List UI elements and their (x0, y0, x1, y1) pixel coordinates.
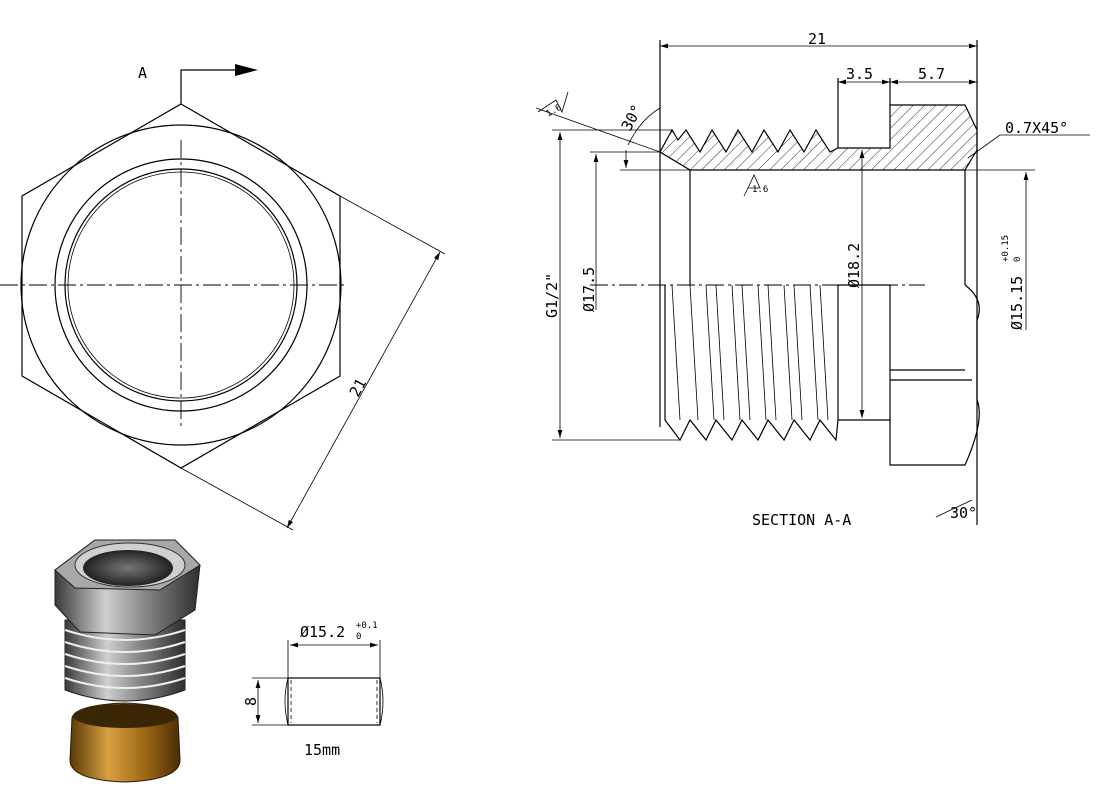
hatched-section (659, 104, 978, 171)
groove-width-label: 3.5 (846, 65, 873, 83)
dia-18-2-label: Ø18.2 (845, 243, 863, 288)
roughness-2-label: 1.6 (752, 185, 768, 195)
dia-15-15-tol-upper: +0.15 (1001, 235, 1011, 262)
ring-height-label: 8 (242, 697, 260, 706)
across-flats-label: 21 (346, 375, 371, 400)
ring-outline (287, 677, 381, 726)
thread-angle-label: 30° (618, 102, 647, 134)
ring-view: Ø15.2 +0.1 0 8 15mm (242, 621, 384, 759)
view-label: A (138, 64, 147, 82)
across-flats-dimension (286, 251, 441, 529)
ring-diameter-label: Ø15.2 (300, 623, 345, 641)
isometric-render (54, 539, 201, 783)
section-cut-line (180, 69, 248, 104)
front-view: A 21 (0, 64, 446, 531)
thread-spec-label: G1/2" (543, 273, 561, 318)
dia-15-15-label: Ø15.15 (1008, 276, 1026, 330)
overall-length-label: 21 (808, 30, 826, 48)
external-thread (664, 284, 839, 442)
ring-note: 15mm (304, 741, 340, 759)
dia-15-15-tol-lower: 0 (1013, 257, 1023, 262)
section-view: 21 3.5 5.7 0.7X45° 30° 1.6 1.6 G1/2" Ø17… (535, 30, 1090, 529)
head-outline (838, 284, 980, 466)
dia-17-5-label: Ø17.5 (580, 267, 598, 312)
head-length-label: 5.7 (918, 65, 945, 83)
ring-tol-lower: 0 (356, 632, 361, 642)
section-arrow-icon (235, 64, 258, 76)
end-angle-label: 30° (950, 504, 977, 522)
section-title: SECTION A-A (752, 511, 851, 529)
ring-tol-upper: +0.1 (356, 621, 378, 631)
threaded-body (64, 619, 186, 702)
chamfer-label: 0.7X45° (1005, 119, 1068, 137)
